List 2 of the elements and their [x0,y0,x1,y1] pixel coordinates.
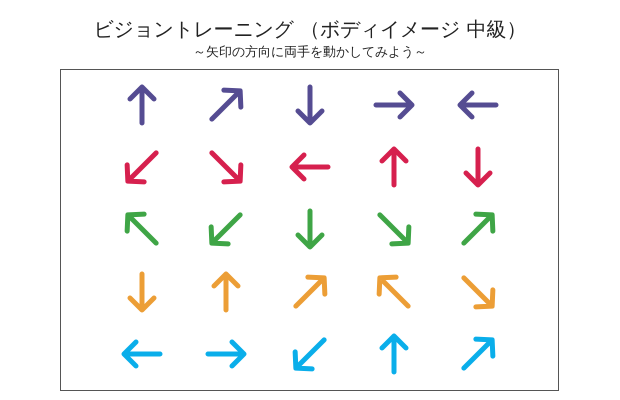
title: ビジョントレーニング （ボディイメージ 中級） [92,16,528,43]
subtitle: ～矢印の方向に両手を動かしてみよう～ [192,44,428,61]
